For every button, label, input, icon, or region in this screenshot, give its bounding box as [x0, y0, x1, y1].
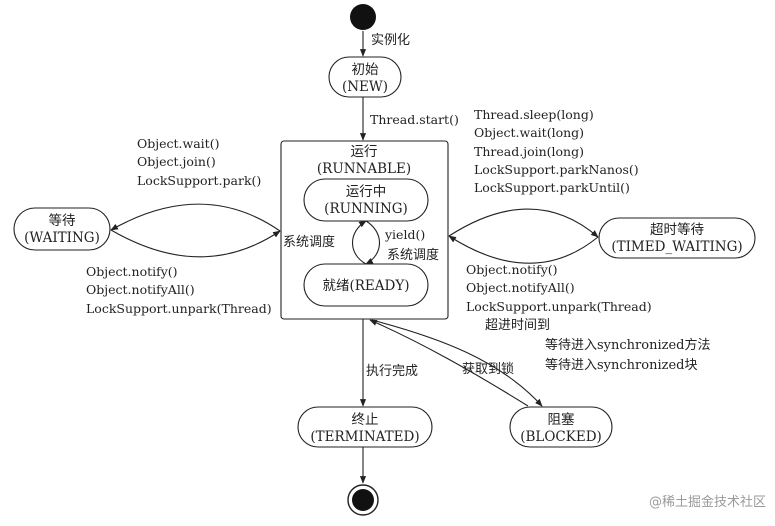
from-timed-label-2: Object.notifyAll() — [466, 280, 575, 295]
thread-start-label: Thread.start() — [370, 112, 459, 127]
watermark: @稀土掘金技术社区 — [649, 494, 766, 510]
schedule-right-label: 系统调度 — [387, 247, 439, 263]
timeout-label: 超进时间到 — [485, 318, 550, 333]
node-timed-waiting-subtitle: (TIMED_WAITING) — [611, 239, 742, 255]
acquire-lock-label: 获取到锁 — [462, 361, 514, 377]
node-running-subtitle: (RUNNING) — [324, 201, 408, 217]
node-blocked: 阻塞 (BLOCKED) — [509, 406, 613, 448]
to-waiting-label-3: LockSupport.park() — [137, 173, 261, 188]
node-terminated-title: 终止 — [352, 412, 379, 428]
end-node — [352, 489, 374, 511]
node-ready: 就绪(READY) — [303, 263, 429, 307]
from-waiting-label-1: Object.notify() — [86, 264, 178, 279]
enter-sync-label-1: 等待进入synchronized方法 — [545, 337, 710, 353]
node-blocked-subtitle: (BLOCKED) — [520, 429, 602, 445]
node-running: 运行中 (RUNNING) — [303, 178, 429, 222]
to-waiting-arrow — [110, 203, 281, 232]
node-new: 初始 (NEW) — [328, 56, 402, 98]
node-ready-title: 就绪(READY) — [322, 278, 409, 294]
from-timed-arrow — [448, 235, 599, 264]
yield-down-arrow — [365, 220, 381, 265]
node-terminated-subtitle: (TERMINATED) — [310, 429, 419, 445]
node-new-subtitle: (NEW) — [342, 79, 388, 95]
to-waiting-label-2: Object.join() — [137, 154, 216, 169]
schedule-left-label: 系统调度 — [283, 234, 335, 250]
from-blocked-arrow — [369, 319, 529, 407]
schedule-up-arrow — [351, 220, 367, 265]
to-waiting-label-1: Object.wait() — [137, 136, 219, 151]
node-runnable-title: 运行 — [351, 144, 378, 160]
start-node — [350, 4, 376, 30]
to-timed-label-3: Thread.join(long) — [474, 144, 584, 159]
node-waiting-title: 等待 — [49, 212, 76, 229]
to-timed-arrow — [448, 208, 599, 238]
from-waiting-arrow — [110, 229, 281, 258]
node-runnable-subtitle: (RUNNABLE) — [317, 161, 411, 177]
to-timed-label-2: Object.wait(long) — [474, 125, 584, 140]
node-terminated: 终止 (TERMINATED) — [297, 406, 433, 448]
node-timed-waiting: 超时等待 (TIMED_WAITING) — [598, 217, 756, 259]
node-waiting: 等待 (WAITING) — [13, 207, 111, 251]
to-blocked-arrow — [371, 319, 543, 407]
to-timed-label-5: LockSupport.parkUntil() — [474, 180, 630, 195]
to-timed-label-1: Thread.sleep(long) — [474, 107, 594, 122]
node-new-title: 初始 — [352, 61, 379, 78]
to-timed-label-4: LockSupport.parkNanos() — [474, 162, 639, 177]
from-timed-label-1: Object.notify() — [466, 262, 558, 277]
node-blocked-title: 阻塞 — [548, 411, 576, 428]
from-waiting-label-3: LockSupport.unpark(Thread) — [86, 301, 272, 316]
finish-label: 执行完成 — [366, 364, 418, 379]
node-timed-waiting-title: 超时等待 — [650, 221, 704, 238]
yield-label: yield() — [384, 227, 425, 242]
enter-sync-label-2: 等待进入synchronized块 — [545, 357, 697, 373]
instantiate-label: 实例化 — [371, 33, 410, 48]
node-waiting-subtitle: (WAITING) — [24, 230, 100, 246]
end-node-ring — [347, 484, 379, 516]
from-timed-label-3: LockSupport.unpark(Thread) — [466, 299, 652, 314]
node-running-title: 运行中 — [346, 184, 387, 200]
from-waiting-label-2: Object.notifyAll() — [86, 282, 195, 297]
